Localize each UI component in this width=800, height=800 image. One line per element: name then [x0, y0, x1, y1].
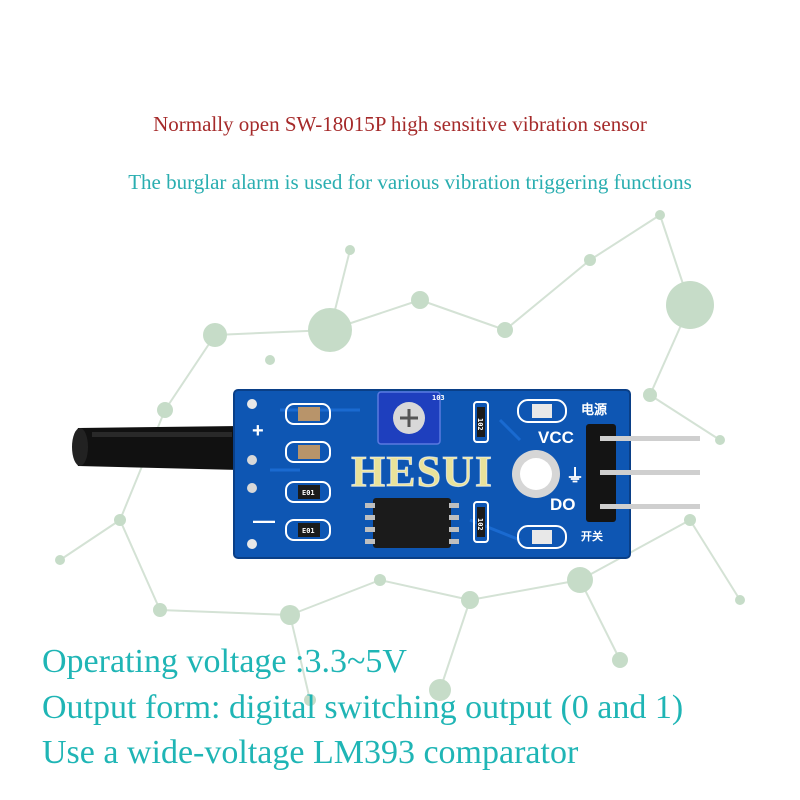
- switch-label: 开关: [581, 531, 603, 543]
- plus-label: +: [252, 420, 264, 442]
- potentiometer: [377, 391, 441, 445]
- indicator-leds: [517, 399, 567, 549]
- spec-operating-voltage: Operating voltage :3.3~5V: [42, 643, 407, 680]
- hesui-watermark: HESUI: [351, 447, 493, 497]
- resistor-code-4: 102: [476, 518, 484, 531]
- power-label: 电源: [581, 402, 608, 417]
- product-title: Normally open SW-18015P high sensitive v…: [153, 112, 647, 136]
- resistor-code-2: E01: [302, 527, 315, 535]
- minus-label: —: [253, 508, 275, 533]
- ground-pin-label: ⏚: [566, 466, 584, 486]
- do-pin-label: DO: [550, 495, 576, 514]
- smd-capacitors: [285, 403, 331, 541]
- vcc-pin-label: VCC: [538, 428, 574, 447]
- potentiometer-code: 103: [432, 394, 445, 402]
- spec-output-form: Output form: digital switching output (0…: [42, 689, 684, 726]
- resistor-code-1: E01: [302, 489, 315, 497]
- pin-header: [586, 424, 700, 522]
- product-subtitle: The burglar alarm is used for various vi…: [128, 170, 692, 194]
- resistor-code-3: 102: [476, 418, 484, 431]
- spec-comparator: Use a wide-voltage LM393 comparator: [42, 734, 579, 771]
- sw-18015p-sensor-tube: [72, 426, 260, 470]
- lm393-comparator-chip: [365, 498, 459, 548]
